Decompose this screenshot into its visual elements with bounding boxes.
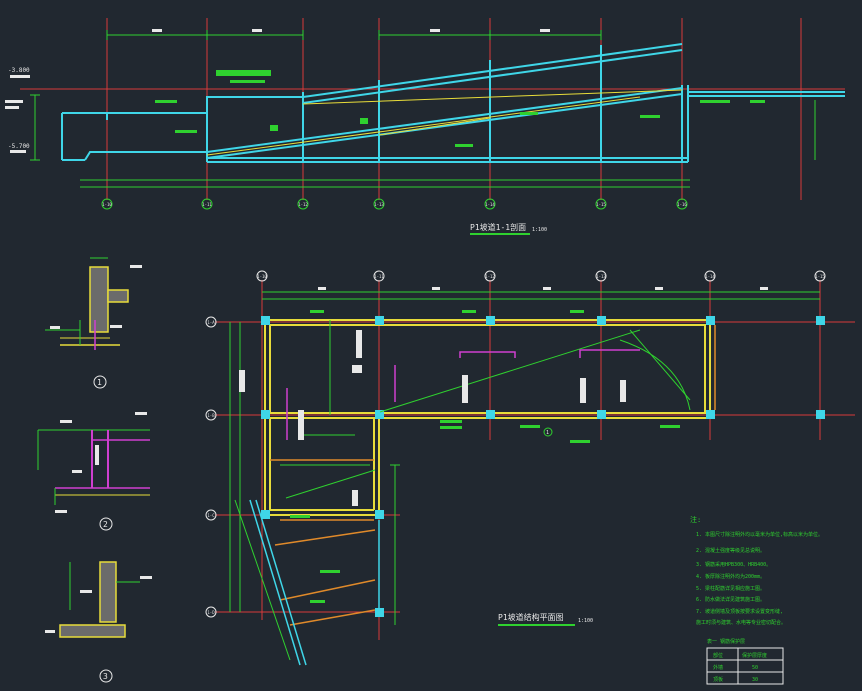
table-header-1: 保护层厚度	[742, 652, 767, 659]
section-elev-left: -3.800	[8, 67, 30, 74]
plan-grid-top-6: 1-15	[815, 274, 825, 279]
table-cell-1-1: 30	[752, 677, 758, 683]
detail-3	[45, 561, 152, 638]
section-grid-3: 1-12	[298, 202, 308, 207]
notes-line-2: 2. 混凝土强度等级见总说明。	[696, 547, 765, 554]
notes-heading: 注:	[690, 515, 701, 524]
notes-line-3: 3. 钢筋采用HPB300、HRB400。	[696, 561, 771, 568]
detail-2	[37, 412, 150, 513]
detail-views: 1 2 3	[37, 257, 152, 683]
table-cell-0-0: 外墙	[713, 664, 723, 671]
table-cell-0-1: 50	[752, 665, 758, 671]
section-grid-2: 1-11	[202, 202, 212, 207]
plan-grid-top-1: 1-10	[257, 274, 267, 279]
notes-line-5: 5. 梁柱配筋详见相应施工图。	[696, 585, 765, 592]
table-header-0: 部位	[713, 652, 723, 659]
detail-label-2: 2	[103, 520, 108, 529]
section-grid-4: 1-13	[374, 202, 384, 207]
plan-grid-top-3: 1-12	[485, 274, 495, 279]
plan-grid-top-5: 1-14	[705, 274, 715, 279]
table-cell-1-0: 顶板	[713, 676, 723, 683]
notes-line-4: 4. 板厚除注明外均为200mm。	[696, 573, 765, 580]
notes-line-1: 1. 本图尺寸除注明外均以毫米为单位,标高以米为单位。	[696, 531, 823, 538]
table-title: 表一 钢筋保护层	[707, 638, 745, 645]
section-grid-5: 1-14	[485, 202, 495, 207]
section-grid-1: 1-10	[102, 202, 112, 207]
notes-line-6: 6. 防水做法详见建筑施工图。	[696, 596, 765, 603]
plan-grid-left-4: 1-D	[207, 610, 215, 615]
section-title: P1坡道1-1剖面	[470, 222, 526, 232]
plan-view: 1-10 1-11 1-12 1-13 1-14 1-15 1-A 1-B 1-…	[205, 270, 855, 666]
plan-title: P1坡道结构平面图	[498, 612, 564, 622]
plan-grid-left-2: 1-B	[207, 413, 215, 418]
notes-line-7: 7. 坡道侧墙及顶板按要求设置变形缝,	[696, 608, 783, 615]
detail-label-1: 1	[97, 378, 102, 387]
notes-line-8: 施工时须与建筑、水电等专业密切配合。	[696, 619, 786, 626]
detail-label-3: 3	[103, 672, 108, 681]
plan-grid-top-4: 1-13	[596, 274, 606, 279]
cover-table: 表一 钢筋保护层 部位 保护层厚度 外墙 50 顶板 30	[706, 638, 784, 685]
detail-1	[45, 257, 142, 350]
plan-grid-top-2: 1-11	[374, 274, 384, 279]
section-view: -3.800 -5.700 1-10 1-11 1-12 1-13 1-14 1…	[5, 18, 845, 235]
notes-block: 注: 1. 本图尺寸除注明外均以毫米为单位,标高以米为单位。 2. 混凝土强度等…	[690, 515, 823, 626]
section-elev-bottom: -5.700	[8, 143, 30, 150]
section-grid-7: 1-16	[677, 202, 687, 207]
section-scale: 1:100	[532, 227, 547, 233]
plan-grid-left-1: 1-A	[207, 320, 215, 325]
plan-axis-marker: 1	[546, 430, 549, 436]
section-grid-6: 1-15	[596, 202, 606, 207]
plan-scale: 1:100	[578, 618, 593, 624]
plan-grid-left-3: 1-C	[207, 513, 215, 518]
